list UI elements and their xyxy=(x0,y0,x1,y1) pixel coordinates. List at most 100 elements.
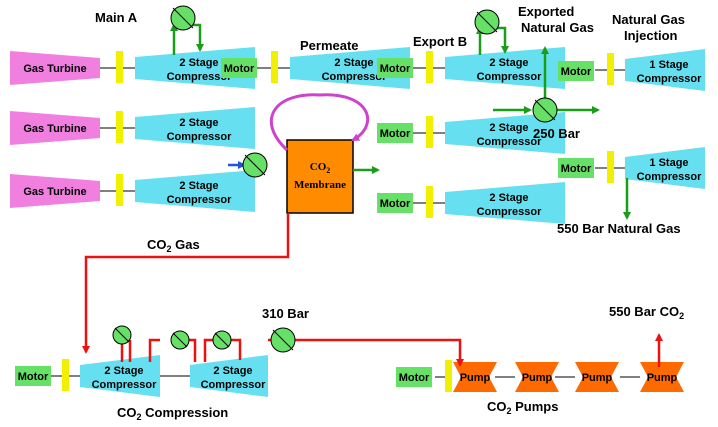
permeate-recycle-flow xyxy=(269,93,370,152)
compressor-label-line2: Compressor xyxy=(477,136,543,148)
compressor-label-line2: Compressor xyxy=(322,71,388,83)
motor-box xyxy=(15,366,51,386)
motor-box xyxy=(558,61,594,81)
label-co2-pumps: CO2 Pumps xyxy=(487,399,558,416)
gas-turbine-shape xyxy=(10,174,100,208)
two-stage-compressor-shape xyxy=(190,355,268,397)
cooler-slash xyxy=(476,11,498,33)
gas-turbine-label: Gas Turbine xyxy=(23,186,86,198)
coupling-block xyxy=(445,360,452,392)
motor-label: Motor xyxy=(224,63,255,75)
co2-pump-label: Pump xyxy=(647,372,678,384)
compressor-label-line1: 2 Stage xyxy=(489,192,528,204)
co2-membrane-box xyxy=(286,139,354,214)
coupling-block xyxy=(62,359,69,391)
two-stage-compressor-shape xyxy=(445,47,565,89)
motor-box xyxy=(396,367,432,387)
motor-box xyxy=(377,193,413,213)
cooler-slash xyxy=(172,7,194,29)
coupling-block xyxy=(607,151,614,183)
two-stage-compressor-shape xyxy=(290,47,410,89)
motor-box xyxy=(558,158,594,178)
one-stage-compressor-shape xyxy=(625,147,705,189)
compressor-label-line1: 2 Stage xyxy=(179,180,218,192)
motor-label: Motor xyxy=(380,128,411,140)
compressor-label-line2: Compressor xyxy=(637,171,703,183)
co2-pump-label: Pump xyxy=(460,372,491,384)
compressor-label-line2: Compressor xyxy=(477,206,543,218)
co2-pump-shape xyxy=(515,362,559,392)
coupling-block xyxy=(426,116,433,148)
membrane-label-line1: CO2 xyxy=(310,161,331,175)
label-co2-gas: CO2 Gas xyxy=(147,237,200,254)
compressor-label-line1: 2 Stage xyxy=(179,57,218,69)
gas-turbine-label: Gas Turbine xyxy=(23,123,86,135)
two-stage-compressor-shape xyxy=(135,107,255,149)
motor-box xyxy=(221,58,257,78)
gas-turbine-shape xyxy=(10,51,100,85)
natural-gas-flow-lines xyxy=(170,23,631,220)
label-250-bar: 250 Bar xyxy=(533,126,580,141)
compressor-label-line1: 2 Stage xyxy=(104,365,143,377)
co2-pump-label: Pump xyxy=(522,372,553,384)
label-co2-compression: CO2 Compression xyxy=(117,405,228,422)
coupling-block xyxy=(607,53,614,85)
label-ng-injection-2: Injection xyxy=(624,28,678,43)
label-ng-injection-1: Natural Gas xyxy=(612,12,685,27)
compressor-label-line2: Compressor xyxy=(201,379,267,391)
compressor-label-line1: 2 Stage xyxy=(179,117,218,129)
cooler-slash xyxy=(172,332,188,348)
co2-pump-label: Pump xyxy=(582,372,613,384)
motor-label: Motor xyxy=(561,163,592,175)
two-stage-compressor-shape xyxy=(445,112,565,154)
co2-pump-shape xyxy=(453,362,497,392)
compressor-label-line1: 1 Stage xyxy=(649,157,688,169)
two-stage-compressor-shape xyxy=(135,170,255,212)
coupling-block xyxy=(271,51,278,83)
motor-box xyxy=(377,123,413,143)
gas-turbine-shape xyxy=(10,111,100,145)
coupling-block xyxy=(116,174,123,206)
label-export-b: Export B xyxy=(413,34,467,49)
label-310-bar: 310 Bar xyxy=(262,306,309,321)
compressor-label-line2: Compressor xyxy=(167,131,233,143)
coupling-block xyxy=(426,186,433,218)
cooler-slash xyxy=(272,329,294,351)
gas-turbine-label: Gas Turbine xyxy=(23,63,86,75)
cooler-slash xyxy=(114,327,130,343)
label-exported-ng-1: Exported xyxy=(518,4,574,19)
motor-label: Motor xyxy=(18,371,49,383)
coupling-block xyxy=(426,51,433,83)
compressor-label-line2: Compressor xyxy=(92,379,158,391)
motor-label: Motor xyxy=(399,372,430,384)
label-main-a: Main A xyxy=(95,10,138,25)
two-stage-compressor-shape xyxy=(80,355,160,397)
label-permeate: Permeate xyxy=(300,38,359,53)
co2-flow-lines xyxy=(82,213,663,367)
motor-label: Motor xyxy=(380,198,411,210)
motor-box xyxy=(377,58,413,78)
membrane-label-line2: Membrane xyxy=(294,179,346,191)
cooler-slash xyxy=(214,332,230,348)
co2-pump-shape xyxy=(640,362,684,392)
two-stage-compressor-shape xyxy=(135,47,255,89)
motor-label: Motor xyxy=(380,63,411,75)
coupling-block xyxy=(116,51,123,83)
cooler-slash xyxy=(244,154,266,176)
compressor-label-line1: 2 Stage xyxy=(213,365,252,377)
compressor-label-line1: 2 Stage xyxy=(334,57,373,69)
compressor-label-line1: 2 Stage xyxy=(489,122,528,134)
co2-pump-shape xyxy=(575,362,619,392)
two-stage-compressor-shape xyxy=(445,182,565,224)
compressor-label-line1: 1 Stage xyxy=(649,59,688,71)
compressor-label-line1: 2 Stage xyxy=(489,57,528,69)
compressor-label-line2: Compressor xyxy=(477,71,543,83)
motor-label: Motor xyxy=(561,66,592,78)
one-stage-compressor-shape xyxy=(625,49,705,91)
compressor-label-line2: Compressor xyxy=(637,73,703,85)
label-exported-ng-2: Natural Gas xyxy=(521,20,594,35)
compressor-label-line2: Compressor xyxy=(167,194,233,206)
label-550-bar-natural-gas: 550 Bar Natural Gas xyxy=(557,221,681,236)
compressor-label-line2: Compressor xyxy=(167,71,233,83)
